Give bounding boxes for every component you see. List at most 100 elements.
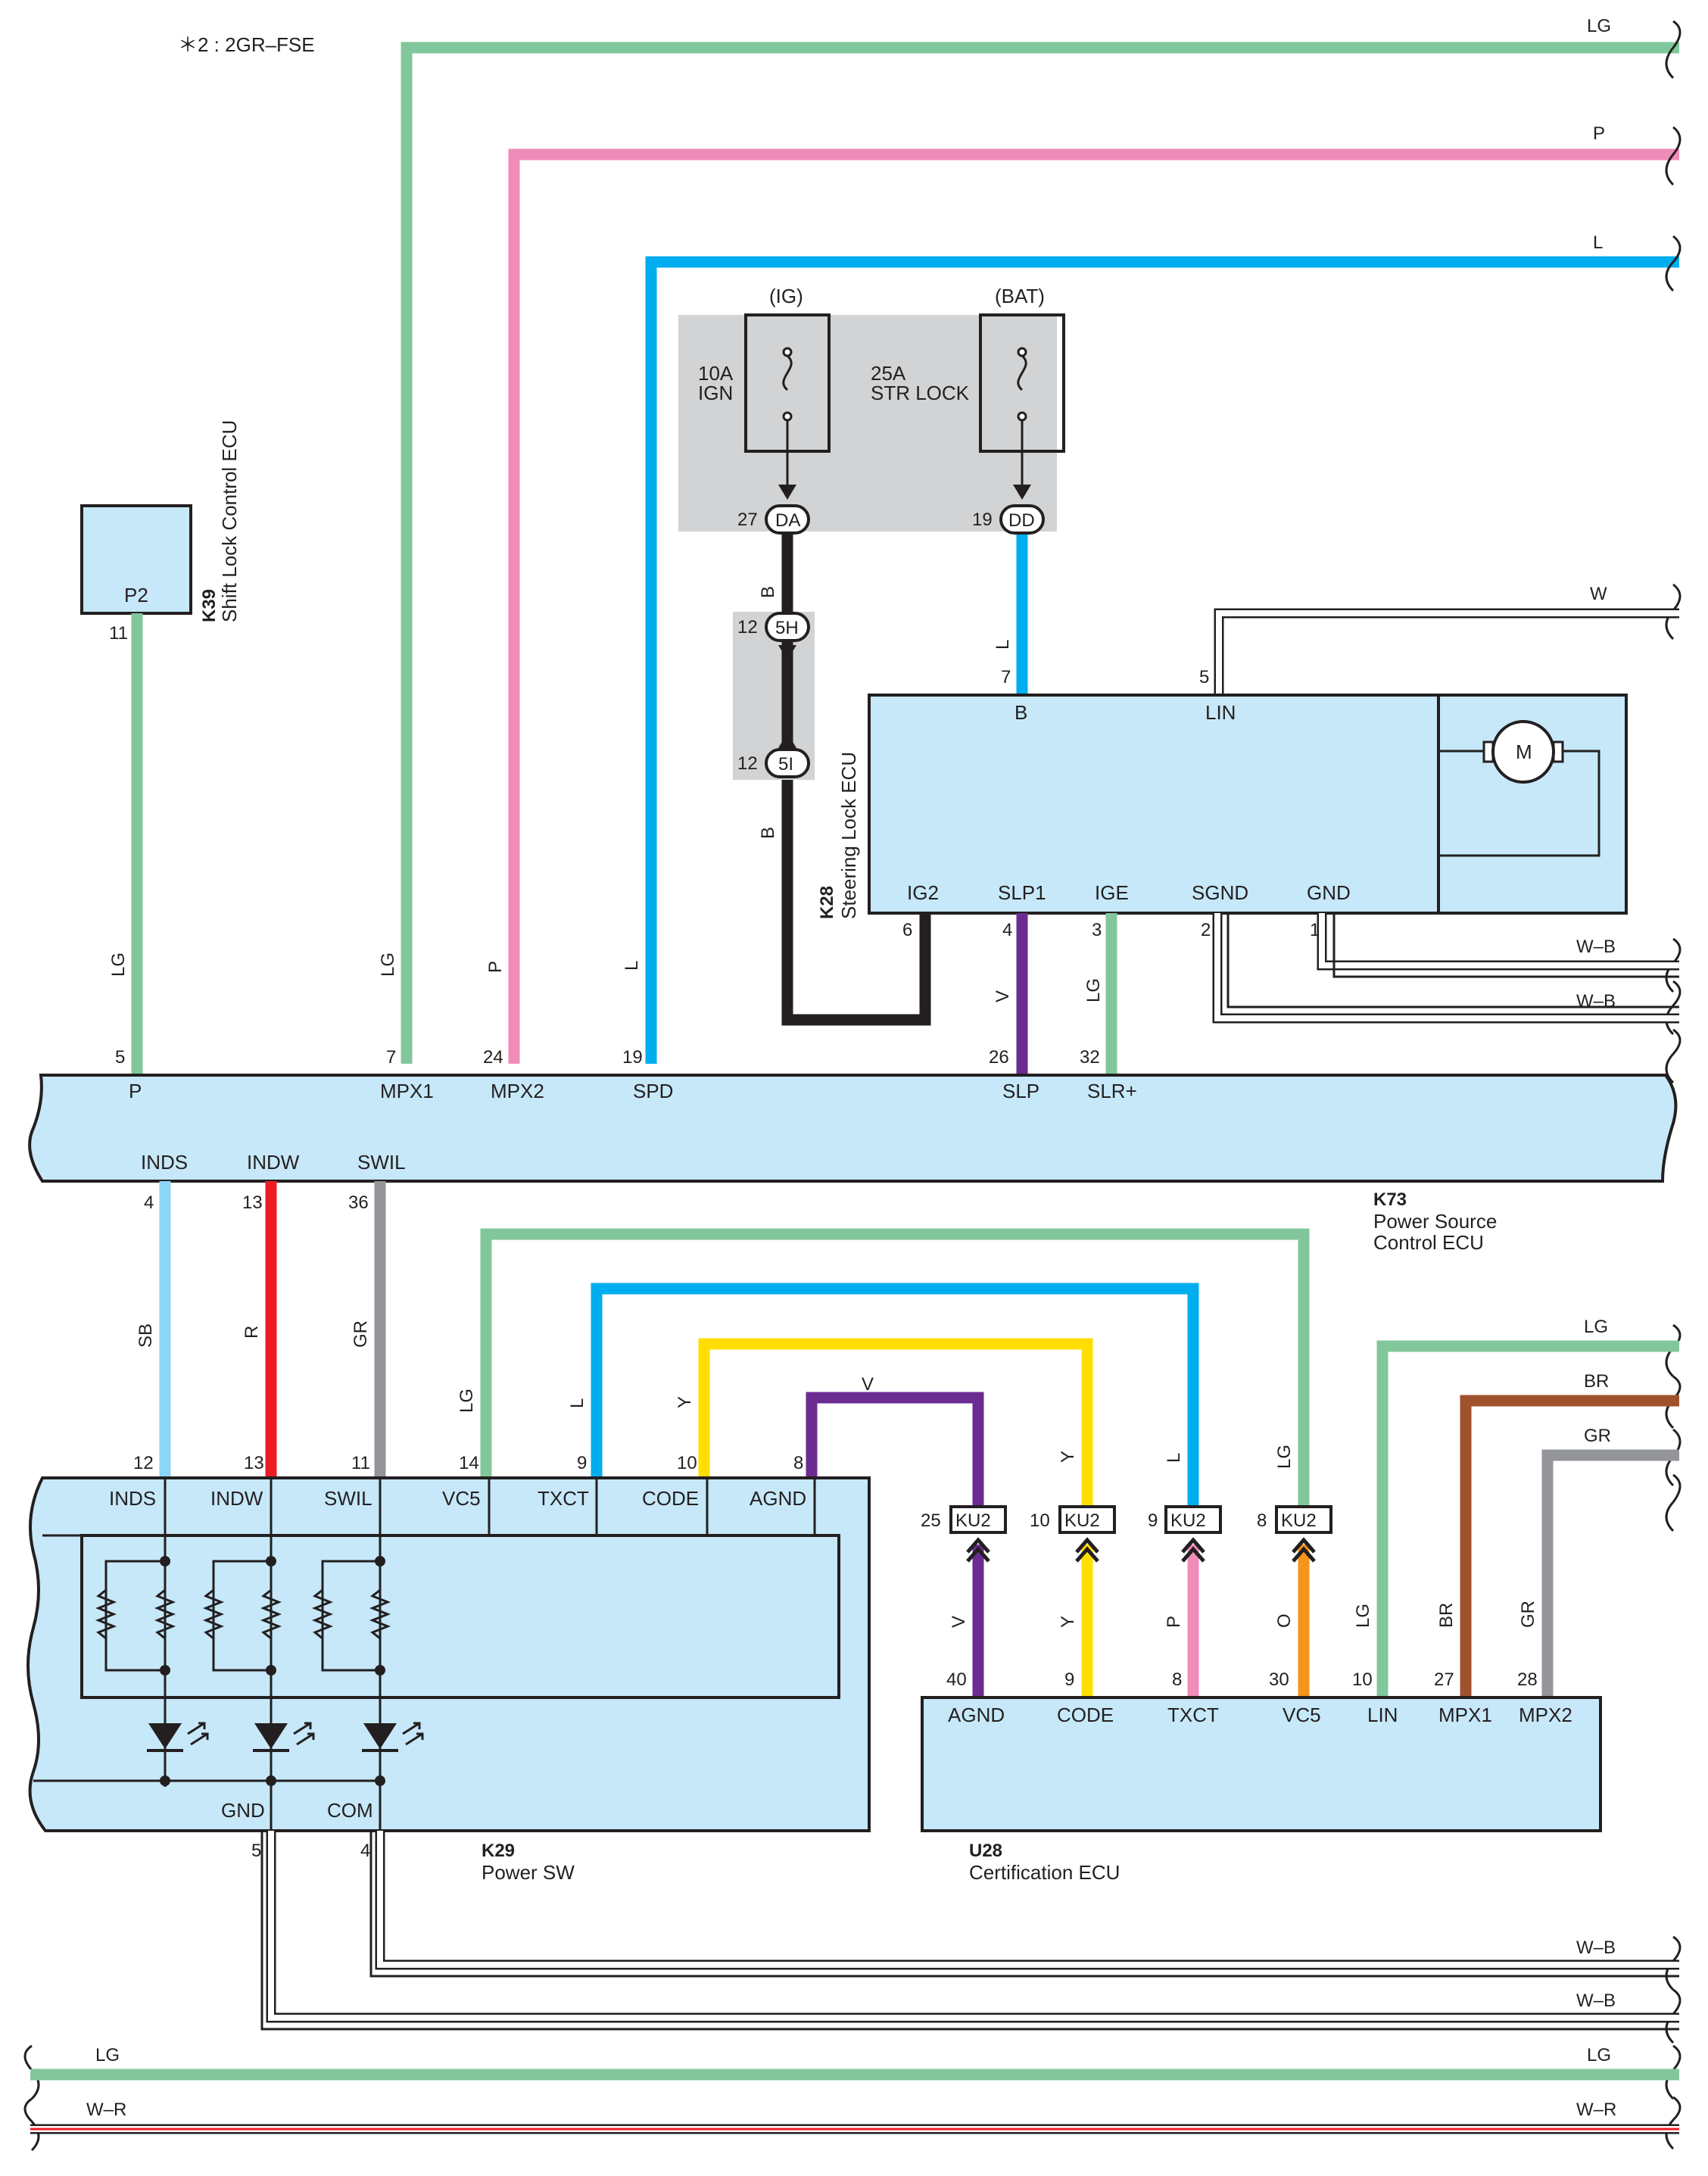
u28-pin-code: 9 [1064,1669,1074,1690]
wire-top-lg [401,42,1679,1064]
wire-color-ku-vc5-top: LG [1274,1445,1295,1469]
k29-junction-dots [160,1556,385,1786]
k29-term-gnd: GND [221,1799,265,1822]
u28-term-code: CODE [1057,1704,1114,1726]
connector-5i-pin: 12 [737,753,758,774]
k73-pin-spd: 19 [622,1047,643,1068]
wire-k29-com [375,1831,1679,1970]
svg-text:5H: 5H [775,618,799,638]
k73-id: K73 [1373,1189,1407,1210]
led-indw-icon [253,1722,315,1752]
wire-u28-lin [1376,1340,1679,1697]
wire-code [698,1338,1093,1507]
wire-k28-gnd-link [1226,913,1679,1009]
k73-pin-swil: 36 [348,1192,369,1213]
wire-color-top-lg: LG [1587,16,1611,36]
k29-switch-module [80,1534,840,1699]
wire-color-bot-lg-l: LG [95,2045,120,2065]
svg-text:DA: DA [775,510,800,531]
k73-pin-slp: 26 [989,1047,1009,1068]
wire-color-vc5: LG [457,1389,477,1413]
k29-pin-agnd: 8 [793,1453,803,1473]
connector-ku2-agnd-pin: 25 [921,1510,941,1531]
wire-color-ku-code-top: Y [1058,1451,1078,1463]
wire-color-bot-wr-l: W–R [86,2100,126,2120]
k28-term-ige: IGE [1095,881,1129,904]
k73-pin-indw: 13 [242,1192,263,1213]
svg-text:DD: DD [1008,510,1035,531]
connector-5i: 5I [765,748,810,778]
u28-term-mpx2: MPX2 [1519,1704,1572,1726]
wire-top-l [645,256,1679,1064]
arrow-da [778,485,796,500]
k29-pin-gnd: 5 [251,1841,261,1861]
k28-term-lin: LIN [1205,701,1236,724]
k29-term-agnd: AGND [750,1487,806,1510]
wire-color-mpx1: LG [378,952,398,977]
u28-pin-mpx2: 28 [1517,1669,1538,1690]
k73-pin-mpx2: 24 [483,1047,503,1068]
k73-name-line1: Power Source [1373,1210,1497,1233]
wire-color-gnd2: W–B [1576,991,1616,1012]
u28-pin-txct: 8 [1172,1669,1182,1690]
fuse-str-lock-rating: 25A [871,362,906,385]
fuse-ign-name: IGN [698,382,733,404]
led-swil-icon [362,1722,424,1752]
wire-color-top-l: L [1593,232,1603,253]
wire-color-ku-txct-bot: P [1164,1616,1184,1628]
k29-pin-code: 10 [677,1453,697,1473]
k73-term-mpx1: MPX1 [380,1080,434,1102]
k39-box [80,504,192,615]
wire-color-gnd1: W–B [1576,937,1616,957]
connector-dd: DD [999,504,1045,535]
connector-5h: 5H [765,612,810,642]
k28-pin-ige: 3 [1092,920,1102,940]
wire-color-ku-code-bot: Y [1058,1616,1078,1628]
k73-term-spd: SPD [633,1080,673,1102]
u28-pin-lin: 10 [1352,1669,1373,1690]
wire-color-r-br: BR [1584,1371,1609,1392]
u28-term-lin: LIN [1367,1704,1398,1726]
k28-term-ig2: IG2 [907,881,939,904]
k39-id: K39 [199,589,220,622]
k29-name: Power SW [482,1861,575,1884]
connector-ku2-code-pin: 10 [1030,1510,1050,1531]
k73-pin-p: 5 [115,1047,125,1068]
u28-term-txct: TXCT [1167,1704,1219,1726]
wire-color-mpx2-v: GR [1518,1601,1538,1628]
connector-da-pin: 27 [737,510,758,530]
u28-name: Certification ECU [969,1861,1120,1884]
k28-term-b: B [1015,701,1027,724]
k73-pin-slr: 32 [1080,1047,1100,1068]
k28-pin-sgnd: 2 [1201,920,1211,940]
k28-pin-ig2: 6 [902,920,912,940]
wire-u28-mpx1 [1460,1395,1679,1697]
wire-color-r-lg: LG [1584,1317,1608,1337]
k73-pin-mpx1: 7 [386,1047,396,1068]
k29-term-com: COM [327,1799,373,1822]
wire-color-ku-agnd-bot: V [949,1616,969,1628]
led-inds-icon [147,1722,209,1752]
u28-term-vc5: VC5 [1283,1704,1321,1726]
wire-agnd [806,1392,984,1507]
connector-5h-pin: 12 [737,617,758,638]
connector-ku2-agnd: KU2 [949,1505,1007,1563]
wire-color-dd-l: L [993,640,1013,650]
k39-pin-no: 11 [109,623,128,644]
fuse-ig-source: (IG) [769,285,803,307]
arrow-5h [778,645,796,660]
k73-pin-inds: 4 [144,1192,154,1213]
k73-term-swil: SWIL [357,1151,406,1174]
wire-k28-gnd1 [1317,913,1679,971]
k28-term-slp1: SLP1 [998,881,1046,904]
wire-color-bot-wb1: W–B [1576,1938,1616,1958]
wire-color-b1: B [758,586,778,598]
k28-pin-b: 7 [1001,667,1011,687]
connector-ku2-txct: KU2 [1164,1505,1222,1563]
wire-color-inds: SB [136,1323,156,1348]
break-marks-left [23,2044,40,2152]
k73-term-p: P [129,1080,142,1102]
k73-term-inds: INDS [141,1151,188,1174]
k29-term-code: CODE [642,1487,699,1510]
